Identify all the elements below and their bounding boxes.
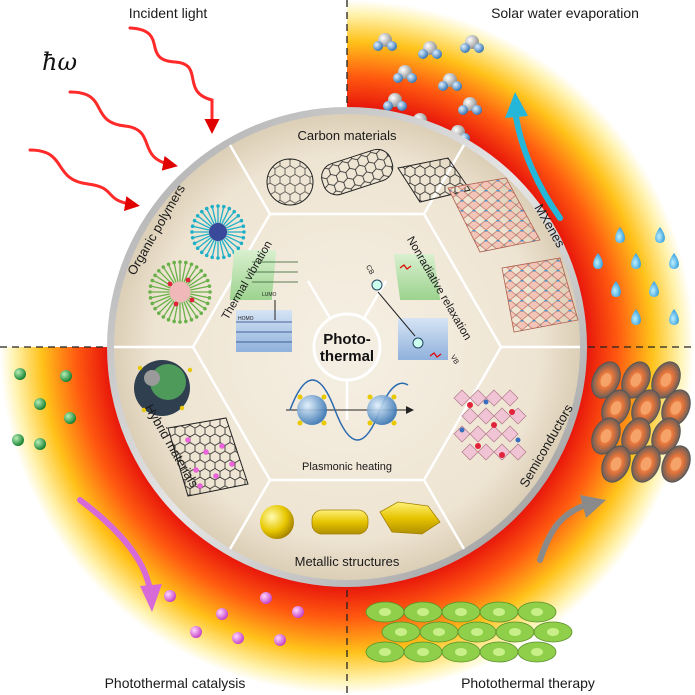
label-photothermal-therapy: Photothermal therapy [461, 675, 595, 691]
homo-label: HOMO [238, 316, 254, 322]
label-photothermal-catalysis: Photothermal catalysis [105, 675, 246, 691]
label-plasmonic-heating: Plasmonic heating [302, 461, 392, 473]
photon-energy-symbol: ħω [42, 48, 77, 76]
tumor-cells [586, 357, 695, 486]
healthy-cells [366, 602, 572, 662]
label-carbon-materials: Carbon materials [298, 128, 397, 143]
label-metallic-structures: Metallic structures [295, 554, 400, 569]
center-label-line1: Photo- [323, 331, 370, 348]
label-incident-light: Incident light [129, 5, 208, 21]
lumo-label: LUMO [262, 292, 277, 298]
center-label-line2: thermal [320, 348, 374, 365]
label-solar-water-evaporation: Solar water evaporation [491, 5, 639, 21]
